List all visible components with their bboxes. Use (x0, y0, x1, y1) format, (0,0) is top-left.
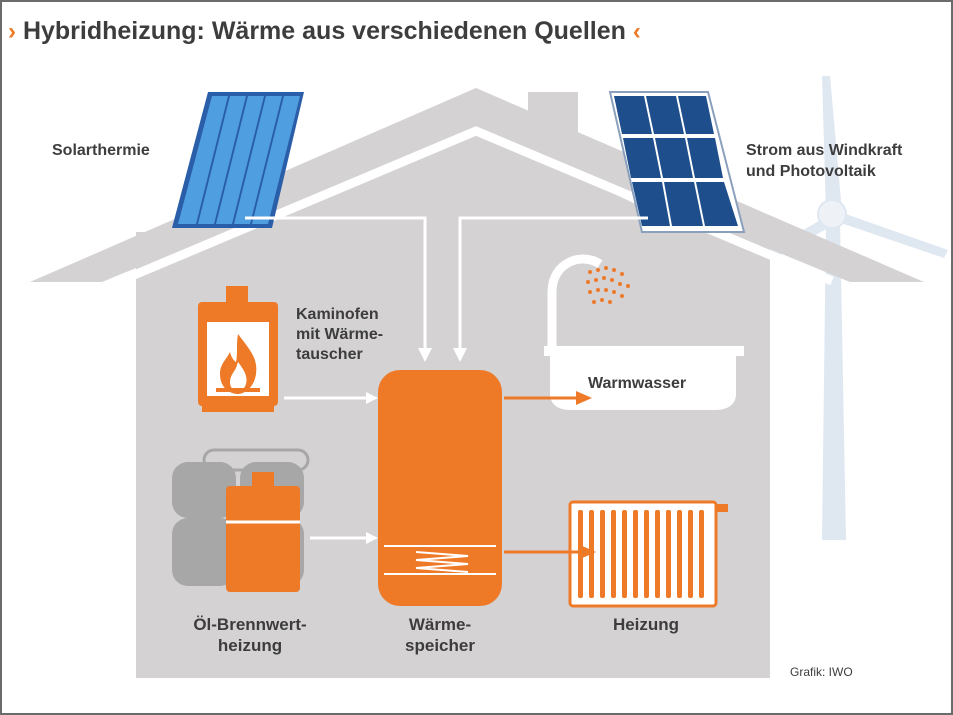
label-kaminofen-line3: tauscher (296, 346, 363, 363)
label-heizung: Heizung (612, 615, 680, 634)
label-strom-line2: und Photovoltaik (746, 163, 876, 180)
wind-turbine-icon (748, 76, 948, 540)
heat-storage-tank-icon (378, 370, 502, 606)
label-solarthermie: Solarthermie (52, 142, 150, 159)
bathtub-icon (544, 346, 744, 410)
oil-tanks-icon (172, 448, 310, 592)
credit-text: Grafik: IWO (790, 665, 853, 679)
arrow-heizung (580, 545, 596, 559)
arrow-oil-to-storage (366, 532, 378, 544)
label-warmwasser: Warmwasser (588, 375, 687, 392)
solar-collector-icon (172, 92, 304, 228)
arrow-pv-to-storage (453, 348, 467, 362)
label-kaminofen-line1: Kaminofen (296, 306, 379, 323)
page-title: › Hybridheizung: Wärme aus verschiedenen… (8, 14, 641, 49)
arrow-stove-to-storage (366, 392, 378, 404)
label-oel-line1: Öl-Brennwert- (193, 615, 307, 634)
title-close-chevron-icon: ‹ (632, 18, 641, 45)
roof-pipes (245, 216, 648, 350)
label-strom-line1: Strom aus Windkraft (746, 142, 903, 159)
label-kaminofen-line2: mit Wärme- (296, 326, 384, 343)
pv-panel-icon (608, 91, 746, 233)
label-oel-line2: heizung (217, 636, 283, 655)
arrow-warmwater (576, 391, 592, 405)
shower-icon (547, 254, 630, 346)
label-speicher-line2: speicher (405, 636, 475, 655)
fireplace-stove-icon (198, 286, 278, 412)
title-text: Hybridheizung: Wärme aus verschiedenen Q… (22, 17, 626, 45)
label-speicher-line1: Wärme- (408, 615, 472, 634)
arrow-solar-to-storage (418, 348, 432, 362)
radiator-icon (568, 500, 728, 608)
title-open-chevron-icon: › (8, 18, 16, 45)
